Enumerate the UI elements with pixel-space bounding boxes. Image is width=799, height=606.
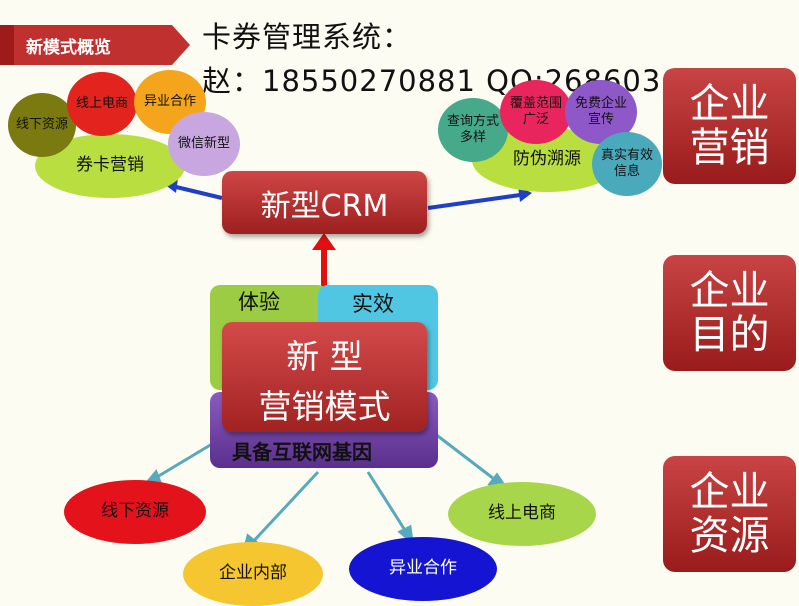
experience-label: 体验 <box>238 290 280 314</box>
crm-left-arrow <box>171 184 223 200</box>
effectiveness-label: 实效 <box>352 292 394 316</box>
crm-right-arrow <box>427 193 521 210</box>
right-bubble-coverage: 覆盖范围 广泛 <box>500 80 572 144</box>
arrow-to-online <box>429 428 499 484</box>
side-box-purpose: 企业 目的 <box>663 255 796 371</box>
new-marketing-line2: 营销模式 <box>258 387 391 426</box>
left-bubble-offline: 线下资源 <box>8 93 76 157</box>
new-marketing-box <box>222 322 427 432</box>
crm-arrow-up-head <box>312 233 336 250</box>
header-ribbon-shape <box>0 25 190 65</box>
side-box-marketing: 企业 营销 <box>663 68 796 184</box>
page-title: 卡券管理系统： <box>202 20 413 54</box>
right-bubble-promo: 免费企业 宣传 <box>565 80 637 144</box>
right-bubble-info: 真实有效 信息 <box>592 132 662 196</box>
left-bubble-wechat: 微信新型 <box>168 112 240 176</box>
contact-info: 赵：18550270881 QQ:2686036731 <box>202 64 740 98</box>
new-marketing-line1: 新 型 <box>286 337 363 376</box>
arrow-to-crossover <box>366 471 410 536</box>
internet-gene-label: 具备互联网基因 <box>232 440 372 464</box>
outer-node-crossover: 异业合作 <box>349 537 497 601</box>
arrow-to-internal <box>248 470 320 547</box>
outer-node-online: 线上电商 <box>448 482 596 546</box>
outer-node-offline: 线下资源 <box>64 480 206 544</box>
header-ribbon-label: 新模式概览 <box>26 38 111 58</box>
side-box-resources: 企业 资源 <box>663 456 796 572</box>
crm-box: 新型CRM <box>222 171 427 234</box>
header-ribbon-stub <box>0 25 14 65</box>
left-bubble-online: 线上电商 <box>67 72 137 136</box>
outer-node-internal: 企业内部 <box>183 542 323 606</box>
right-bubble-query: 查询方式 多样 <box>438 98 508 162</box>
